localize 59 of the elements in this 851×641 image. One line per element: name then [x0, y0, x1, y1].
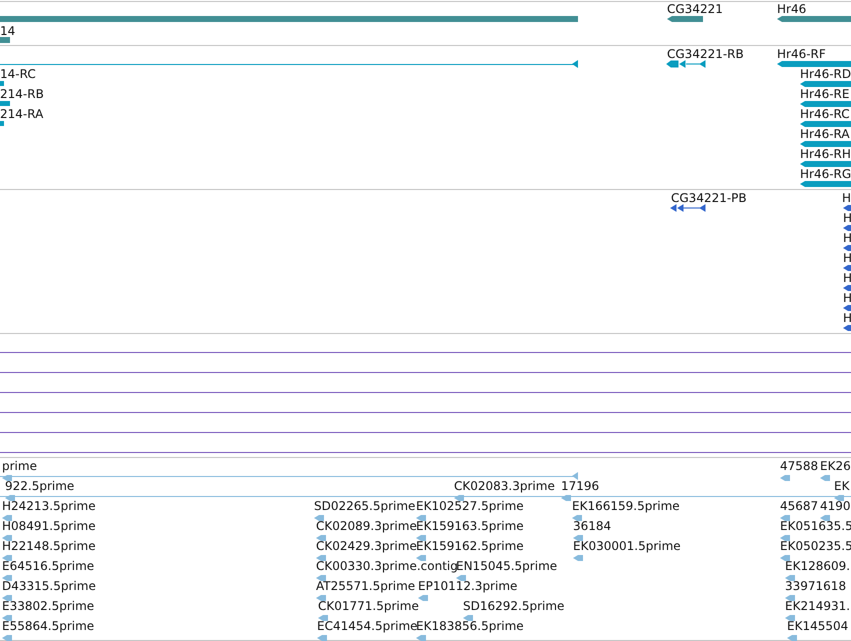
feature-label: CK02089.3prime: [316, 519, 417, 533]
feature-label: CK02083.3prime: [454, 479, 555, 493]
feature-label: EK183856.5prime: [416, 619, 524, 633]
feature-label: Hr46-RG: [800, 167, 851, 181]
feature-label: 17196: [561, 479, 600, 493]
feature-label: SD02265.5prime: [314, 499, 416, 513]
feature-label: H: [842, 191, 851, 205]
feature-label: CG34221-PB: [671, 191, 747, 205]
feature-label: H22148.5prime: [2, 539, 96, 553]
feature-label: 36184: [573, 519, 612, 533]
feature-label: E64516.5prime: [2, 559, 94, 573]
feature-label: H: [843, 231, 851, 245]
feature-label: CG34221: [667, 2, 723, 16]
feature-label: 214-RA: [0, 107, 44, 121]
feature-label: SD16292.5prime: [463, 599, 564, 613]
feature-label: 14: [0, 24, 16, 38]
feature-label: 922.5prime: [5, 479, 74, 493]
feature-label: D43315.5prime: [2, 579, 96, 593]
feature-label: Hr46-RH: [800, 147, 851, 161]
feature-label: H08491.5prime: [2, 519, 96, 533]
feature-label: Hr46-RD: [800, 67, 851, 81]
feature-label: EK: [834, 479, 850, 493]
feature-label: H: [843, 211, 851, 225]
feature-label: 214-RB: [0, 87, 44, 101]
feature-label: H: [843, 271, 851, 285]
feature-label: EK26: [820, 459, 851, 473]
feature-label: prime: [2, 459, 37, 473]
feature-label: EK145504: [787, 619, 848, 633]
feature-label: EK214931.: [785, 599, 850, 613]
feature-label: Hr46: [777, 2, 806, 16]
feature-label: EK128609.: [785, 559, 850, 573]
feature-label: 4190: [820, 499, 851, 513]
feature-label: CK02429.3prime: [316, 539, 417, 553]
feature-label: H: [843, 251, 851, 265]
feature-label: EP10112.3prime: [418, 579, 518, 593]
feature-label: E33802.5prime: [2, 599, 94, 613]
feature-label: CK00330.3prime.contig: [316, 559, 458, 573]
feature-label: EK102527.5prime: [416, 499, 524, 513]
feature-label: Hr46-RF: [777, 47, 826, 61]
feature-label: CG34221-RB: [667, 47, 744, 61]
feature-label: 33971618: [785, 579, 846, 593]
feature-label: H24213.5prime: [2, 499, 96, 513]
feature-label: Hr46-RE: [800, 87, 850, 101]
feature-label: EC41454.5prime: [317, 619, 418, 633]
feature-label: Hr46-RC: [800, 107, 850, 121]
feature-label: EK159162.5prime: [416, 539, 524, 553]
feature-label: Hr46-RA: [800, 127, 850, 141]
feature-label: EN15045.5prime: [456, 559, 558, 573]
feature-label: 47588: [780, 459, 818, 473]
feature-label: E55864.5prime: [2, 619, 94, 633]
feature-label: EK166159.5prime: [572, 499, 680, 513]
feature-label: EK159163.5prime: [416, 519, 524, 533]
feature-label: 45687: [780, 499, 818, 513]
feature-label: H: [843, 311, 851, 325]
feature-label: H: [843, 291, 851, 305]
feature-label: AT25571.5prime: [316, 579, 416, 593]
feature-label: EK030001.5prime: [573, 539, 681, 553]
feature-label: CK01771.5prime: [318, 599, 419, 613]
feature-label: 14-RC: [0, 67, 36, 81]
